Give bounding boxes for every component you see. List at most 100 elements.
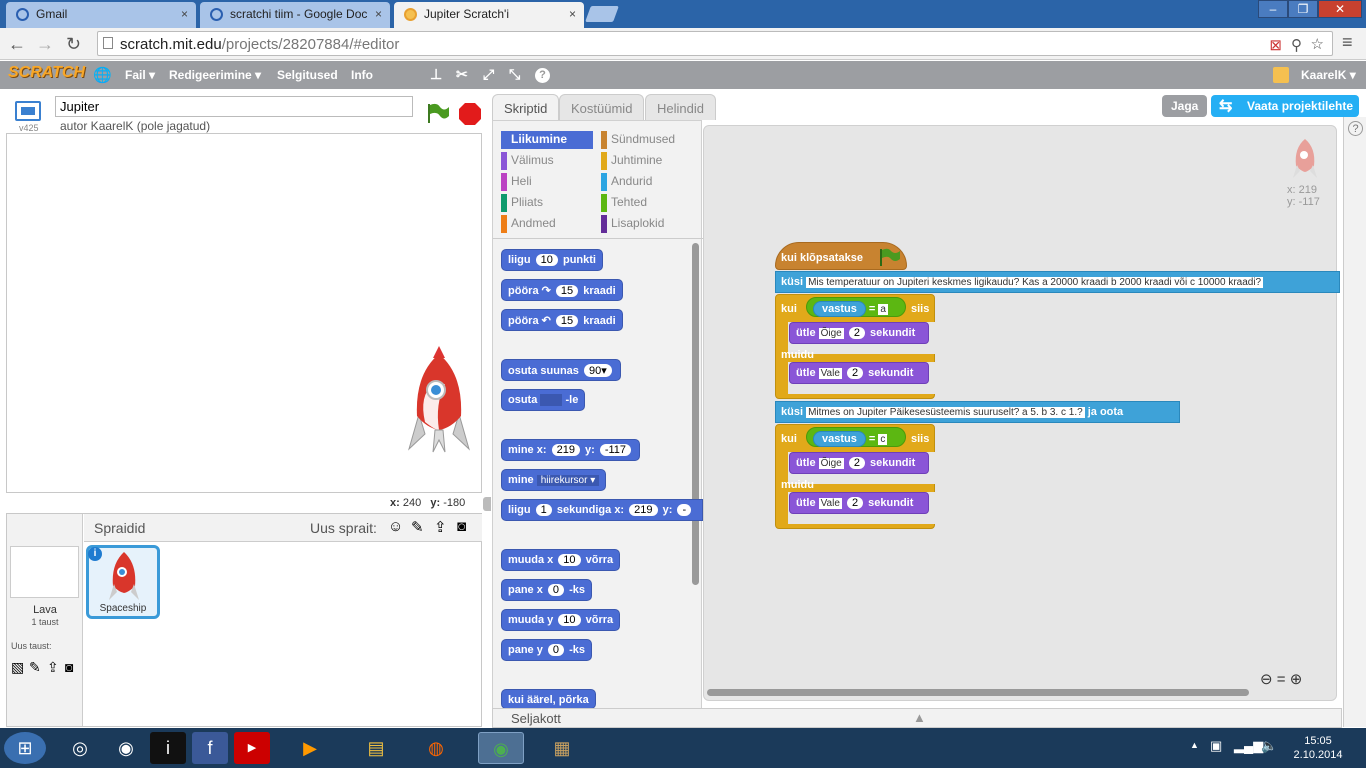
shrink-icon[interactable]: ⤡ bbox=[509, 66, 521, 82]
category-right-4[interactable]: Lisaplokid bbox=[601, 215, 693, 233]
operator-equals-2[interactable]: vastus = c bbox=[806, 427, 906, 447]
popup-blocked-icon[interactable]: ⊠ bbox=[1269, 37, 1282, 54]
block-move-steps[interactable]: liigu 10 punkti bbox=[501, 249, 603, 271]
back-icon[interactable]: ← bbox=[8, 34, 26, 54]
cut-scissors-icon[interactable]: ✂ bbox=[456, 66, 468, 82]
help-icon[interactable]: ? bbox=[535, 68, 550, 83]
backpack-bar[interactable]: Seljakott ▲ bbox=[492, 708, 1342, 728]
category-right-0[interactable]: Sündmused bbox=[601, 131, 693, 149]
grow-icon[interactable]: ⤢ bbox=[483, 66, 495, 82]
close-tab-icon[interactable]: × bbox=[568, 7, 576, 21]
brush-icon[interactable]: ✎ bbox=[29, 659, 41, 675]
block-point-towards[interactable]: osuta -le bbox=[501, 389, 586, 411]
tab-gmail[interactable]: Gmail × bbox=[6, 2, 196, 28]
palette-scrollbar[interactable] bbox=[692, 243, 699, 585]
sprite-library-icon[interactable]: ☺ bbox=[388, 518, 404, 535]
signal-icon[interactable]: ▂▄▆ bbox=[1234, 738, 1264, 753]
block-ask-question-2[interactable]: küsi Mitmes on Jupiter Päikesesüsteemis … bbox=[775, 401, 1180, 423]
tray-device-icon[interactable]: ▣ bbox=[1210, 738, 1223, 753]
help-tips-icon[interactable]: ? bbox=[1348, 121, 1363, 136]
facebook-icon[interactable]: f bbox=[192, 732, 228, 764]
tab-scripts[interactable]: Skriptid bbox=[492, 94, 560, 120]
tray-arrow-icon[interactable]: ▲ bbox=[1190, 740, 1199, 750]
category-right-3[interactable]: Tehted bbox=[601, 194, 693, 212]
block-when-flag-clicked[interactable]: kui klõpsatakse bbox=[775, 242, 907, 270]
info-icon[interactable]: i bbox=[88, 547, 102, 561]
fullscreen-icon[interactable] bbox=[15, 101, 41, 121]
minimize-button[interactable]: – bbox=[1258, 0, 1288, 18]
block-point-direction[interactable]: osuta suunas 90▾ bbox=[501, 359, 621, 381]
new-tab-button[interactable] bbox=[585, 6, 619, 22]
taskbar-app-icon[interactable]: ◎ bbox=[72, 738, 88, 758]
chrome-icon[interactable]: ◉ bbox=[478, 732, 524, 764]
category-left-3[interactable]: Pliiats bbox=[501, 194, 593, 212]
block-bounce[interactable]: kui äärel, põrka bbox=[501, 689, 596, 709]
menu-about[interactable]: Info bbox=[351, 68, 373, 82]
block-turn-left[interactable]: pööra ↶ 15 kraadi bbox=[501, 309, 623, 331]
youtube-icon[interactable]: ▶ bbox=[234, 732, 270, 764]
camera-icon[interactable]: ◙ bbox=[65, 659, 74, 675]
explorer-folder-icon[interactable]: ▤ bbox=[367, 738, 385, 758]
scratch-logo[interactable]: SCRATCH bbox=[8, 64, 86, 81]
green-flag-icon[interactable] bbox=[425, 102, 451, 124]
stage-collapse-handle[interactable] bbox=[483, 497, 491, 511]
block-goto[interactable]: mine hiirekursor ▾ bbox=[501, 469, 607, 491]
close-tab-icon[interactable]: × bbox=[180, 7, 188, 21]
duplicate-stamp-icon[interactable]: ⊥ bbox=[430, 66, 443, 82]
zoom-icon[interactable]: ⚲ bbox=[1291, 37, 1302, 54]
reload-icon[interactable]: ↻ bbox=[66, 34, 82, 54]
block-goto-xy[interactable]: mine x: 219 y: -117 bbox=[501, 439, 641, 461]
block-change-x[interactable]: muuda x 10 võrra bbox=[501, 549, 621, 571]
close-window-button[interactable]: ✕ bbox=[1318, 0, 1362, 18]
zoom-out-icon[interactable]: ⊖ bbox=[1260, 671, 1273, 688]
upload-sprite-icon[interactable]: ⇪ bbox=[434, 519, 447, 536]
block-set-x[interactable]: pane x 0 -ks bbox=[501, 579, 593, 601]
tab-google-doc[interactable]: scratchi tiim - Google Doc × bbox=[200, 2, 390, 28]
media-player-icon[interactable]: ▶ bbox=[303, 738, 317, 758]
block-change-y[interactable]: muuda y 10 võrra bbox=[501, 609, 621, 631]
stop-icon[interactable] bbox=[458, 102, 482, 126]
start-button[interactable]: ⊞ bbox=[4, 732, 46, 764]
scripts-horizontal-scrollbar[interactable] bbox=[707, 689, 1249, 696]
see-project-page-button[interactable]: ⇆ Vaata projektilehte bbox=[1211, 95, 1359, 117]
zoom-reset-icon[interactable]: = bbox=[1276, 671, 1286, 688]
user-menu[interactable]: KaarelK ▾ bbox=[1301, 68, 1356, 82]
category-left-2[interactable]: Heli bbox=[501, 173, 593, 191]
block-say-correct-2[interactable]: ütle Õige 2 sekundit bbox=[789, 452, 929, 474]
maximize-button[interactable]: ❐ bbox=[1288, 0, 1318, 18]
category-right-1[interactable]: Juhtimine bbox=[601, 152, 693, 170]
bookmark-star-icon[interactable]: ☆ bbox=[1310, 36, 1324, 53]
operator-equals-1[interactable]: vastus = a bbox=[806, 297, 906, 317]
block-turn-right[interactable]: pööra ↷ 15 kraadi bbox=[501, 279, 623, 301]
expand-up-icon[interactable]: ▲ bbox=[913, 710, 926, 725]
chrome-menu-icon[interactable]: ≡ bbox=[1342, 32, 1353, 52]
spaceship-sprite[interactable] bbox=[405, 344, 473, 454]
forward-icon[interactable]: → bbox=[36, 34, 54, 54]
paint-backdrop-icon[interactable]: ▧ bbox=[11, 659, 25, 675]
share-button[interactable]: Jaga bbox=[1162, 95, 1208, 117]
category-left-4[interactable]: Andmed bbox=[501, 215, 593, 233]
tab-jupiter-scratch[interactable]: Jupiter Scratch'i × bbox=[394, 2, 584, 28]
taskbar-webcam-icon[interactable]: ◉ bbox=[118, 738, 134, 758]
category-left-1[interactable]: Välimus bbox=[501, 152, 593, 170]
block-say-wrong-1[interactable]: ütle Vale 2 sekundit bbox=[789, 362, 929, 384]
project-title-input[interactable]: Jupiter bbox=[55, 96, 413, 117]
menu-tips[interactable]: Selgitused bbox=[277, 68, 338, 82]
volume-muted-icon[interactable]: 🔈 bbox=[1261, 738, 1278, 753]
paint-sprite-icon[interactable]: ✎ bbox=[411, 519, 424, 536]
camera-sprite-icon[interactable]: ◙ bbox=[457, 518, 467, 535]
block-glide[interactable]: liigu 1 sekundiga x: 219 y: - bbox=[501, 499, 703, 521]
block-ask-question-1[interactable]: küsi Mis temperatuur on Jupiteri keskmes… bbox=[775, 271, 1340, 293]
block-say-correct-1[interactable]: ütle Õige 2 sekundit bbox=[789, 322, 929, 344]
zoom-in-icon[interactable]: ⊕ bbox=[1289, 671, 1303, 688]
menu-edit[interactable]: Redigeerimine ▾ bbox=[169, 68, 262, 82]
taskbar-app-grid-icon[interactable]: ▦ bbox=[553, 738, 571, 758]
block-say-wrong-2[interactable]: ütle Vale 2 sekundit bbox=[789, 492, 929, 514]
stage-thumbnail[interactable] bbox=[10, 546, 79, 598]
category-left-0[interactable]: Liikumine bbox=[501, 131, 593, 149]
sprite-tile-spaceship[interactable]: i Spaceship bbox=[86, 545, 160, 619]
firefox-icon[interactable]: ◍ bbox=[428, 738, 444, 758]
close-tab-icon[interactable]: × bbox=[374, 7, 382, 21]
